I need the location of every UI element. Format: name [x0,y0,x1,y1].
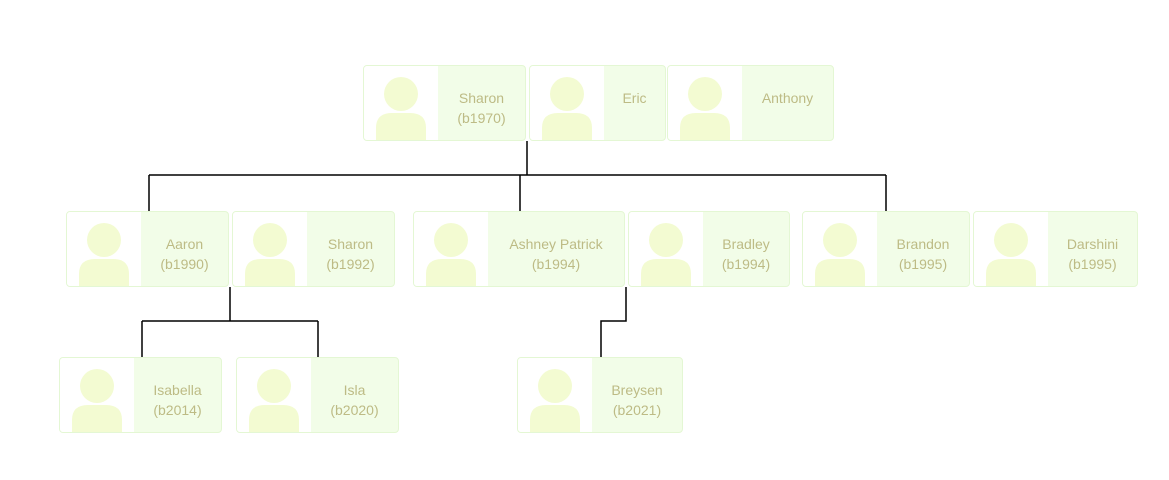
person-silhouette-icon [72,369,122,432]
person-birth-year: (b2014) [153,402,202,418]
person-birth-year: (b1994) [721,256,771,272]
person-silhouette-icon [426,223,476,286]
person-silhouette-icon [641,223,691,286]
person-birth-year: (b2021) [612,402,662,418]
person-birth-year: (b1970) [457,110,506,126]
person-birth-year: (b1994) [531,256,581,272]
avatar [803,212,877,286]
avatar [974,212,1048,286]
person-name: Brandon [896,236,950,252]
person-name: Ashney Patrick [509,236,603,252]
person-silhouette-icon [79,223,129,286]
person-card-p2[interactable]: Eric [529,65,666,141]
avatar [237,358,311,432]
person-info: Sharon (b1992) [307,234,394,274]
person-card-p6[interactable]: Ashney Patrick (b1994) [413,211,625,287]
person-silhouette-icon [680,77,730,140]
person-name: Isla [343,382,366,398]
person-silhouette-icon [249,369,299,432]
person-name: Isabella [153,382,202,398]
person-info: Bradley (b1994) [703,234,789,274]
person-name: Bradley [722,236,770,252]
person-card-p1[interactable]: Sharon (b1970) [363,65,526,141]
avatar [60,358,134,432]
person-birth-year: (b1990) [160,256,209,272]
person-info: Isla (b2020) [311,380,398,420]
avatar [414,212,488,286]
person-info: Sharon (b1970) [438,88,525,128]
person-silhouette-icon [376,77,426,140]
person-silhouette-icon [815,223,865,286]
avatar [364,66,438,140]
avatar [67,212,141,286]
person-info: Brandon (b1995) [877,234,969,274]
person-birth-year: (b2020) [330,402,379,418]
person-name: Breysen [611,382,663,398]
person-card-p11[interactable]: Isla (b2020) [236,357,399,433]
person-info: Darshini (b1995) [1048,234,1137,274]
person-name: Aaron [165,236,204,252]
person-card-p4[interactable]: Aaron (b1990) [66,211,229,287]
person-birth-year: (b1992) [326,256,375,272]
person-card-p5[interactable]: Sharon (b1992) [232,211,395,287]
person-silhouette-icon [245,223,295,286]
person-birth-year: (b1995) [898,256,948,272]
person-info: Anthony [742,88,833,108]
avatar [629,212,703,286]
person-name: Anthony [761,90,814,106]
avatar [530,66,604,140]
person-card-p9[interactable]: Darshini (b1995) [973,211,1138,287]
person-name: Eric [622,90,647,106]
person-info: Ashney Patrick (b1994) [488,234,624,274]
person-card-p10[interactable]: Isabella (b2014) [59,357,222,433]
person-info: Eric [604,88,665,108]
person-card-p12[interactable]: Breysen (b2021) [517,357,683,433]
person-birth-year: (b1995) [1068,256,1117,272]
connector-sharon-children [148,141,887,211]
person-info: Isabella (b2014) [134,380,221,420]
avatar [233,212,307,286]
person-name: Darshini [1066,236,1119,252]
person-silhouette-icon [986,223,1036,286]
person-info: Breysen (b2021) [592,380,682,420]
avatar [518,358,592,432]
connector-aaron-children [141,287,319,357]
person-card-p8[interactable]: Brandon (b1995) [802,211,970,287]
person-card-p7[interactable]: Bradley (b1994) [628,211,790,287]
person-name: Sharon [327,236,374,252]
connector-ashney-children [600,287,627,357]
person-silhouette-icon [530,369,580,432]
person-card-p3[interactable]: Anthony [667,65,834,141]
avatar [668,66,742,140]
person-name: Sharon [458,90,505,106]
person-info: Aaron (b1990) [141,234,228,274]
person-silhouette-icon [542,77,592,140]
